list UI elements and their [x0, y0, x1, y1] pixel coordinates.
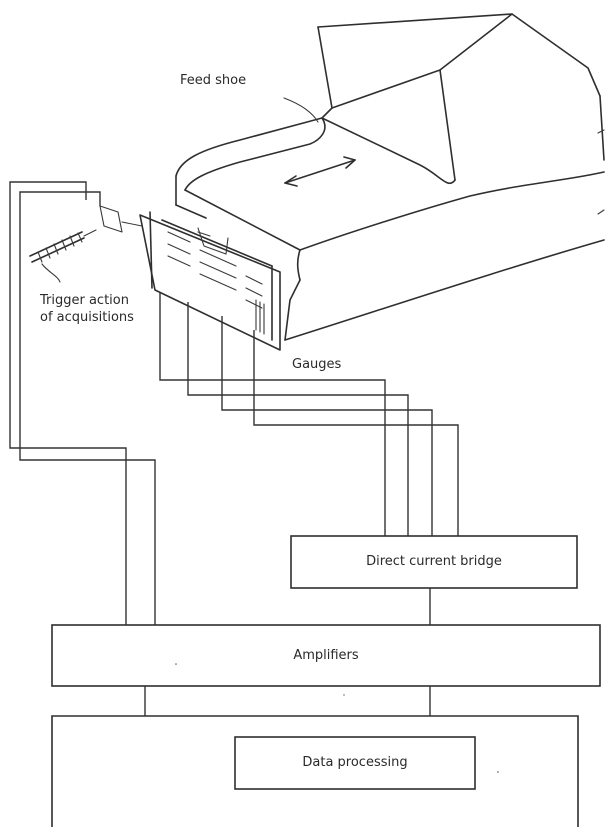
- dc-bridge-label: Direct current bridge: [366, 554, 502, 569]
- feed-shoe-label: Feed shoe: [180, 73, 247, 88]
- gauge-plate: [139, 211, 281, 351]
- gauge-wires: [159, 292, 459, 536]
- spring-icon: [29, 229, 97, 283]
- data-processing-frame: [51, 715, 579, 827]
- motion-arrow-icon: [284, 156, 356, 187]
- trigger-label: Trigger action of acquisitions: [40, 292, 134, 326]
- scan-specks: [175, 663, 499, 773]
- data-processing-label: Data processing: [302, 755, 408, 770]
- dc-bridge-box: [290, 535, 578, 589]
- feed-shoe-body: [175, 117, 605, 341]
- trigger-label-line2: of acquisitions: [40, 310, 134, 325]
- feed-shoe-leader: [283, 97, 319, 123]
- amplifier-output-wires: [144, 686, 431, 716]
- data-processing-box: [234, 736, 476, 790]
- trigger-sensor: [99, 205, 143, 233]
- trigger-wires: [9, 181, 156, 625]
- gauges-label: Gauges: [292, 357, 342, 372]
- amplifiers-label: Amplifiers: [293, 648, 359, 663]
- amplifiers-box: [51, 624, 601, 687]
- feed-shoe-hopper: [317, 13, 605, 181]
- trigger-label-line1: Trigger action: [40, 293, 129, 308]
